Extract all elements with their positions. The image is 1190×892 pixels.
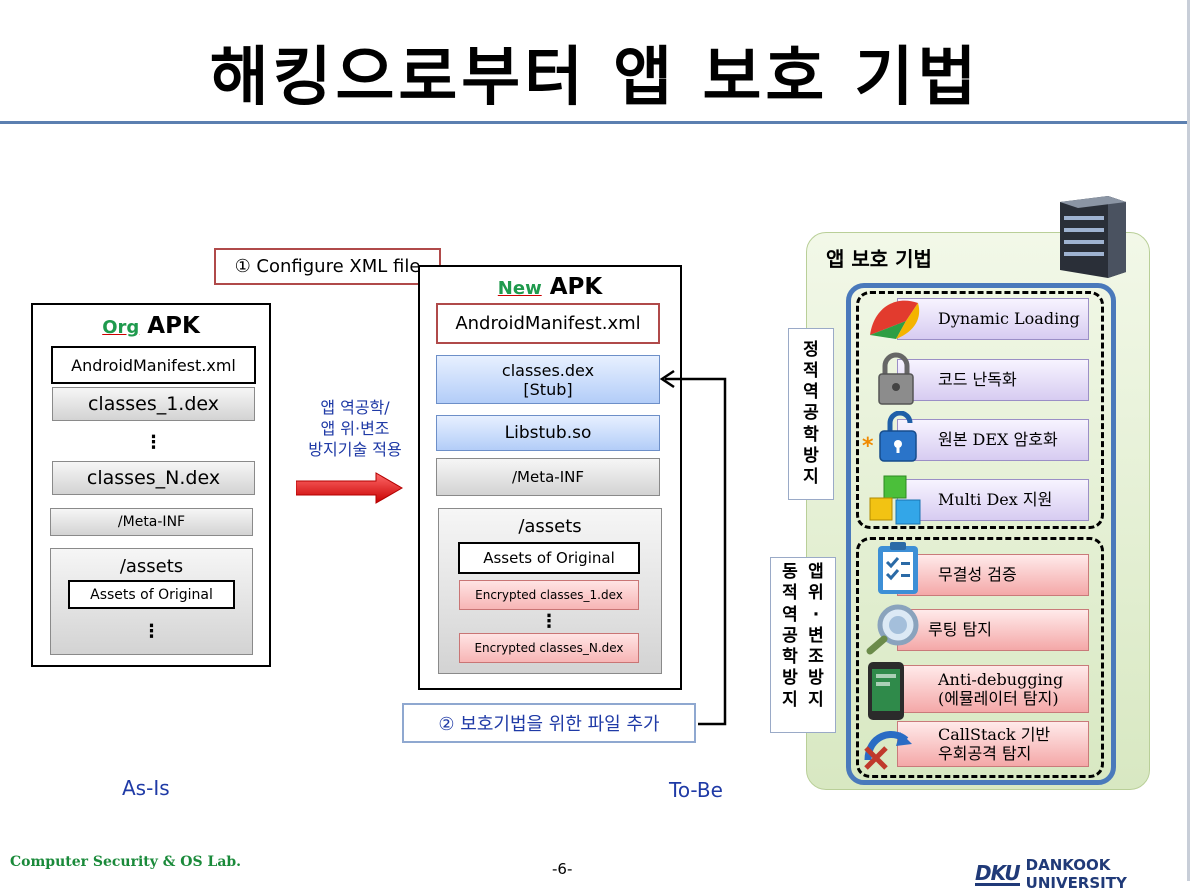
transform-label: 앱 역공학/ 앱 위·변조 방지기술 적용	[290, 397, 420, 460]
stub-label: [Stub]	[523, 379, 573, 399]
transform-line-2: 앱 위·변조	[320, 419, 390, 438]
add-file-callout: ② 보호기법을 위한 파일 추가	[402, 703, 696, 743]
technique-callstack: CallStack 기반 우회공격 탐지	[897, 721, 1089, 767]
org-meta-inf: /Meta-INF	[50, 508, 253, 536]
new-meta-inf: /Meta-INF	[436, 458, 660, 496]
technique-dynamic-loading: Dynamic Loading	[897, 298, 1089, 340]
as-is-label: As-Is	[122, 776, 170, 800]
slide-title: 해킹으로부터 앱 보호 기법	[209, 41, 981, 115]
transform-line-1: 앱 역공학/	[320, 398, 390, 417]
technique-obfuscation: 코드 난독화	[897, 359, 1089, 401]
org-apk-heading: Org APK	[31, 313, 271, 339]
encrypted-dex-first: Encrypted classes_1.dex	[459, 580, 639, 610]
static-group	[856, 291, 1104, 529]
technique-integrity: 무결성 검증	[897, 554, 1089, 596]
new-assets-label: /assets	[518, 515, 582, 537]
slide-edge	[1187, 0, 1190, 881]
org-assets-dots: ⋮	[142, 621, 161, 642]
add-file-arrow	[659, 369, 727, 726]
protection-title: 앱 보호 기법	[826, 247, 932, 271]
transform-line-3: 방지기술 적용	[308, 440, 402, 459]
configure-xml-callout: ① Configure XML file	[214, 248, 441, 285]
encrypted-dex-last: Encrypted classes_N.dex	[459, 633, 639, 663]
org-manifest: AndroidManifest.xml	[51, 346, 256, 384]
static-reverse-text: 정적 역공학 방지	[803, 339, 819, 488]
org-dex-dots: ⋮	[144, 432, 163, 453]
encrypted-dex-dots: ⋮	[540, 611, 558, 632]
org-assets-original: Assets of Original	[68, 580, 235, 609]
dku-logo-mark: DKU	[975, 860, 1021, 886]
clipboard-checklist-icon	[878, 542, 918, 594]
magnifier-icon	[866, 604, 919, 655]
org-assets-label: /assets	[119, 555, 184, 577]
anti-debugging-line-1: Anti-debugging	[938, 669, 1064, 689]
new-prefix: New	[497, 278, 542, 299]
anti-debugging-line-2: (에뮬레이터 탐지)	[938, 689, 1059, 708]
dynamic-group	[856, 537, 1104, 778]
callstack-line-1: CallStack 기반	[938, 724, 1051, 744]
dynamic-reverse-label: 동적 역공학 방지 앱 위·변조방지	[770, 557, 836, 733]
svg-text:*: *	[862, 434, 874, 459]
transform-arrow	[296, 472, 404, 504]
callstack-line-2: 우회공격 탐지	[938, 744, 1032, 763]
new-assets-original: Assets of Original	[458, 542, 640, 574]
technique-dex-encryption: 원본 DEX 암호화	[897, 419, 1089, 461]
padlock-icon	[878, 352, 914, 405]
to-be-label: To-Be	[669, 778, 723, 802]
new-apk-title: APK	[549, 274, 603, 300]
classes-dex-label: classes.dex	[501, 360, 595, 380]
new-libstub: Libstub.so	[436, 415, 660, 451]
technique-root-detection: 루팅 탐지	[897, 609, 1089, 651]
page-number: -6-	[552, 860, 573, 878]
new-apk-heading: New APK	[418, 274, 682, 300]
lab-name: Computer Security & OS Lab.	[10, 854, 242, 870]
technique-anti-debugging: Anti-debugging (에뮬레이터 탐지)	[897, 665, 1089, 713]
bypass-blocked-icon	[864, 731, 912, 770]
org-apk-title: APK	[147, 313, 200, 339]
new-manifest: AndroidManifest.xml	[436, 303, 660, 344]
dynamic-reverse-text: 동적 역공학 방지	[782, 562, 798, 710]
university-logo: DKU DANKOOK UNIVERSITY	[975, 856, 1190, 892]
university-name: DANKOOK UNIVERSITY	[1025, 856, 1127, 892]
tamper-prevention-text: 앱 위·변조방지	[808, 562, 824, 710]
org-prefix: Org	[102, 317, 140, 338]
org-dex-first: classes_1.dex	[52, 387, 255, 421]
new-classes-dex: classes.dex [Stub]	[436, 355, 660, 404]
multidex-cubes-icon	[869, 475, 921, 525]
org-dex-last: classes_N.dex	[52, 461, 255, 495]
unlocked-padlock-icon: *	[862, 411, 917, 462]
static-reverse-label: 정적 역공학 방지	[788, 328, 834, 500]
dynamic-loading-icon	[870, 300, 920, 339]
title-divider	[0, 121, 1190, 124]
server-icon	[1060, 196, 1126, 278]
technique-frame	[846, 283, 1116, 785]
smartphone-icon	[868, 662, 904, 720]
